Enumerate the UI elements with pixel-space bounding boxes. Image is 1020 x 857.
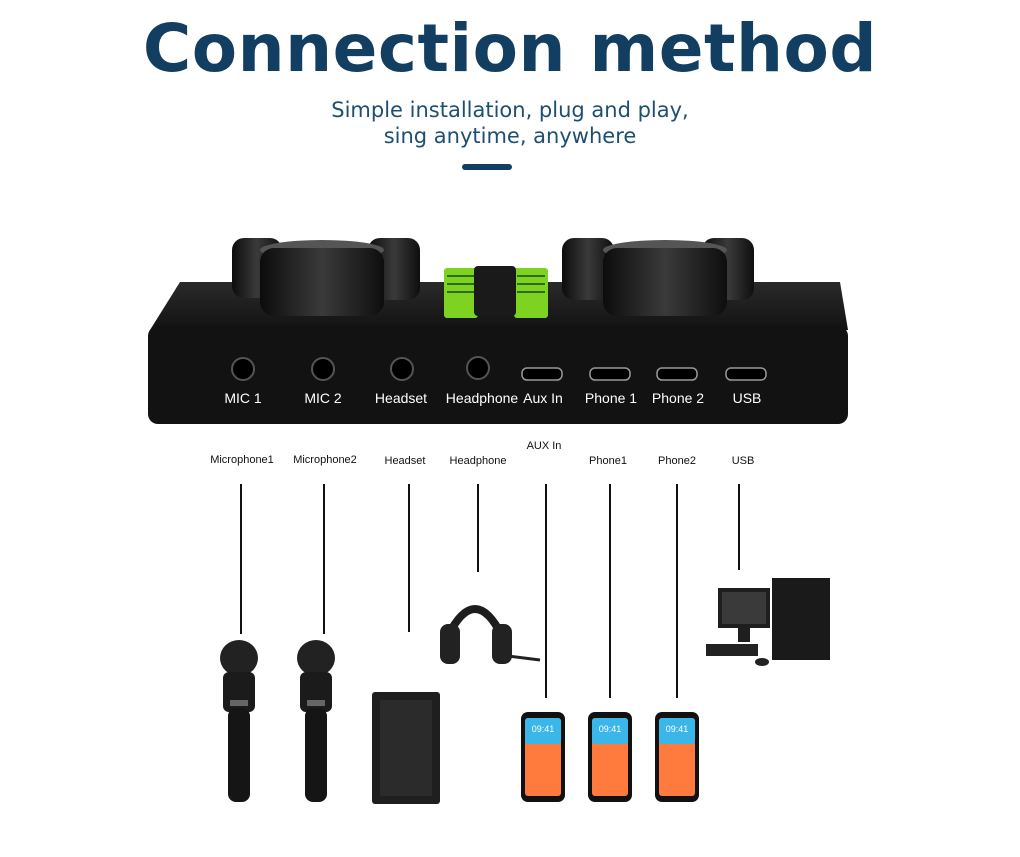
connector-line-usb — [738, 484, 740, 570]
microphone-icon — [297, 640, 335, 802]
knob-large-left — [260, 248, 384, 316]
accent-bar — [462, 164, 512, 170]
phone-time: 09:41 — [531, 724, 555, 734]
page-title: Connection method — [142, 10, 878, 87]
headphone-icon — [440, 605, 541, 664]
microphone-icon — [220, 640, 258, 802]
conn-label-headphone: Headphone — [449, 455, 507, 467]
port-label-phone1: Phone 1 — [584, 390, 638, 406]
phone-icon — [521, 712, 565, 802]
port-label-usb: USB — [732, 390, 762, 406]
connector-line-headphone — [477, 484, 479, 572]
knob-large-right — [603, 248, 727, 316]
connector-line-microphone1 — [240, 484, 242, 634]
port-micro-usb — [521, 367, 767, 381]
subtitle-line-2: sing anytime, anywhere — [383, 124, 637, 148]
subtitle-line-1: Simple installation, plug and play, — [331, 98, 689, 122]
conn-label-phone1: Phone1 — [589, 455, 627, 467]
conn-label-headset: Headset — [384, 455, 426, 467]
port-label-mic2: MIC 2 — [304, 390, 342, 406]
phone-icon — [655, 712, 699, 802]
port-label-headphone: Headphone — [445, 390, 519, 406]
phone-time: 09:41 — [665, 724, 689, 734]
connector-line-microphone2 — [323, 484, 325, 634]
connector-line-phone2 — [676, 484, 678, 698]
conn-label-phone2: Phone2 — [658, 455, 696, 467]
conn-label-usb: USB — [731, 455, 755, 467]
port-label-headset: Headset — [374, 390, 428, 406]
device-front-panel — [148, 326, 848, 424]
phone-time: 09:41 — [598, 724, 622, 734]
connector-line-aux-in — [545, 484, 547, 698]
conn-label-microphone1: Microphone1 — [210, 454, 274, 466]
port-label-aux-in: Aux In — [523, 390, 563, 406]
conn-label-aux-in: AUX In — [526, 440, 562, 452]
fader-knob — [474, 266, 516, 316]
connector-line-headset — [408, 484, 410, 632]
computer-icon — [706, 578, 830, 666]
phone-icon — [588, 712, 632, 802]
port-label-phone2: Phone 2 — [651, 390, 705, 406]
knob-back-right — [562, 238, 614, 300]
connector-line-phone1 — [609, 484, 611, 698]
port-label-mic1: MIC 1 — [224, 390, 262, 406]
conn-label-microphone2: Microphone2 — [293, 454, 357, 466]
speaker-icon — [372, 692, 440, 804]
port-jacks — [231, 356, 490, 381]
